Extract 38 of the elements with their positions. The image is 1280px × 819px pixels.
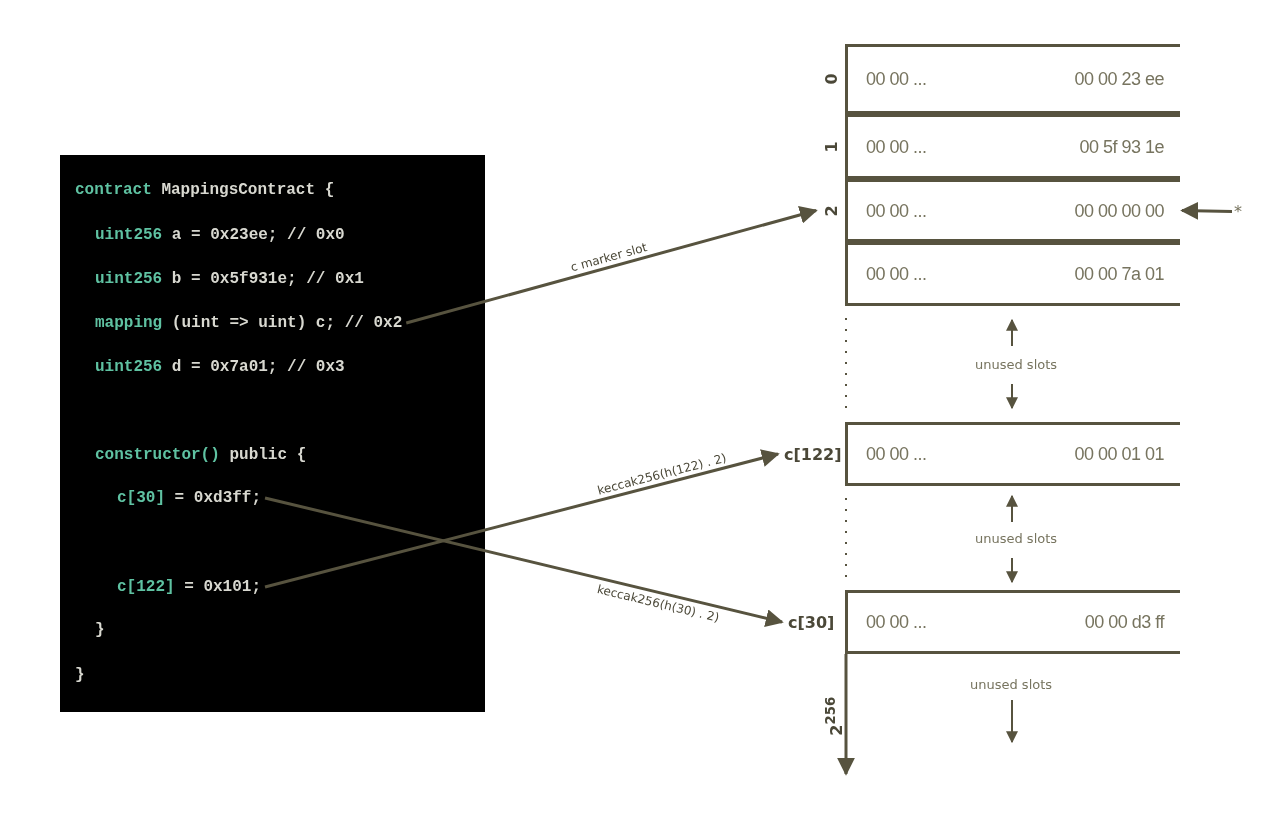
slot-index: 0 [822,73,842,85]
arrow [264,496,784,627]
code-line: constructor() public { [95,445,307,465]
code-line: mapping (uint => uint) c; // 0x2 [95,313,403,333]
slot-index: 2 [822,204,842,217]
gap-label: unused slots [970,677,1053,692]
slot-value: 00 00 ... [866,136,927,157]
slot-value: 00 00 ... [866,611,927,633]
slot-value: 00 00 d3 ff [1084,611,1164,633]
arrow [264,449,780,589]
code-line: uint256 b = 0x5f931e; // 0x1 [95,269,364,289]
code-line: c[122] = 0x101; [117,577,262,597]
slot-value: 00 00 23 ee [1074,68,1164,90]
slot-value: 00 00 00 00 [1074,200,1164,221]
gap-label: unused slots [975,531,1058,546]
slot-index: 1 [822,140,842,153]
code-line: } [95,620,105,640]
gap-label: unused slots [975,357,1058,372]
slot-value: 00 00 ... [866,263,927,285]
star-mark: * [1234,202,1242,221]
code-line: uint256 a = 0x23ee; // 0x0 [95,225,345,245]
slot-value: 00 00 ... [866,443,927,465]
code-line: uint256 d = 0x7a01; // 0x3 [95,357,345,377]
slot-index: c[30] [788,612,835,632]
code-line: } [75,665,85,685]
arrow [405,206,818,325]
slot-value: 00 00 ... [866,200,927,221]
code-line: contract MappingsContract { [75,180,335,200]
slot-value: 00 5f 93 1e [1079,136,1164,157]
code-line: c[30] = 0xd3ff; [117,488,262,508]
slot-value: 00 00 ... [866,68,927,90]
code-panel [60,155,485,712]
slot-index: c[122] [784,444,842,464]
arrow [1180,201,1233,220]
storage-slot [845,242,1180,306]
slot-value: 00 00 7a 01 [1074,263,1164,285]
edge-label: c marker slot [568,239,649,275]
slot-value: 00 00 01 01 [1074,443,1164,465]
